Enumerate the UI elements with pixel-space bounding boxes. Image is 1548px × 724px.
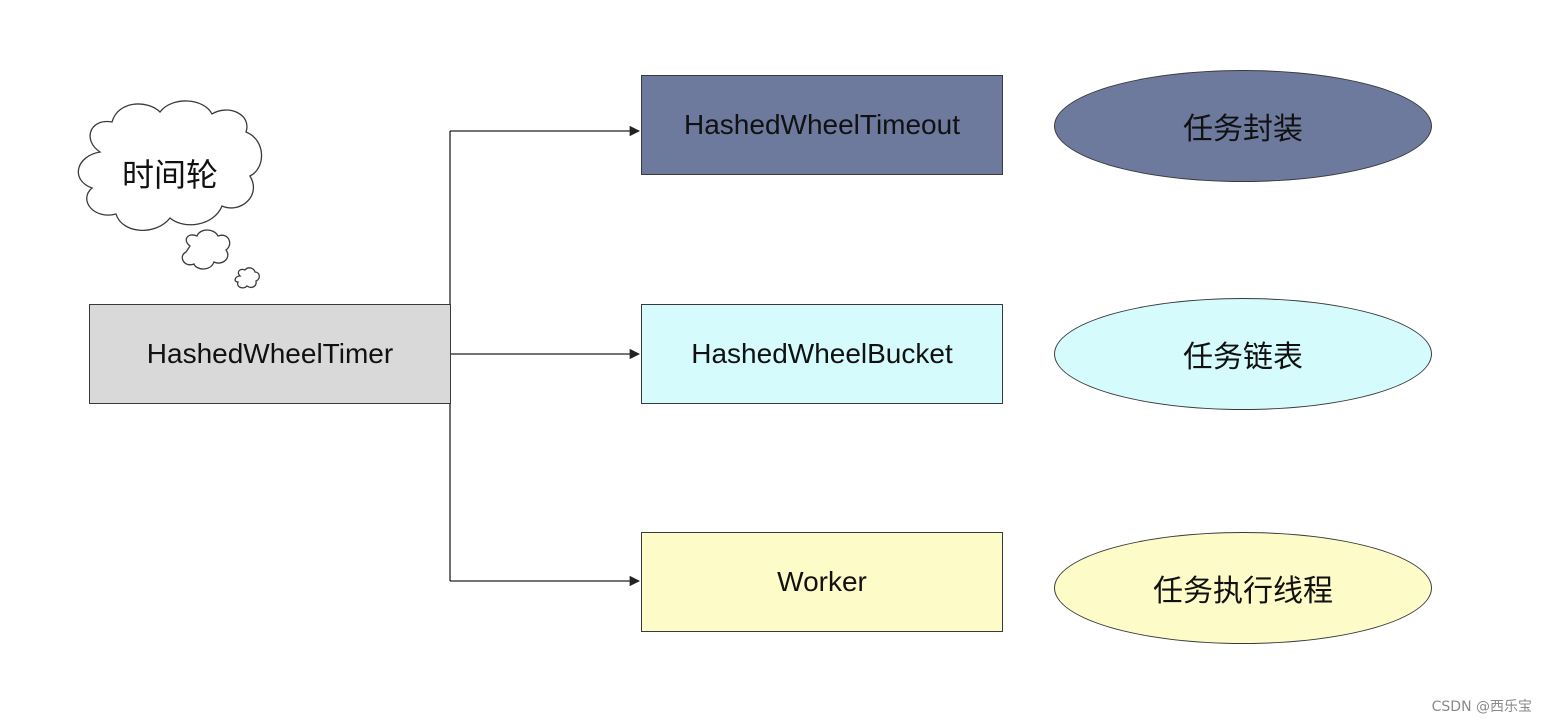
root-box-hashed-wheel-timer: HashedWheelTimer xyxy=(89,304,451,404)
component-box-hashed-wheel-timeout: HashedWheelTimeout xyxy=(641,75,1003,175)
thought-cloud-icon xyxy=(77,100,263,289)
connector-lines xyxy=(449,125,641,587)
cloud-label: 时间轮 xyxy=(121,156,218,194)
description-ellipse-task-thread: 任务执行线程 xyxy=(1054,532,1432,644)
description-ellipse-task-list: 任务链表 xyxy=(1054,298,1432,410)
watermark: CSDN @西乐宝 xyxy=(1431,699,1532,715)
component-box-worker: Worker xyxy=(641,532,1003,632)
description-ellipse-task-wrapper: 任务封装 xyxy=(1054,70,1432,182)
component-box-hashed-wheel-bucket: HashedWheelBucket xyxy=(641,304,1003,404)
